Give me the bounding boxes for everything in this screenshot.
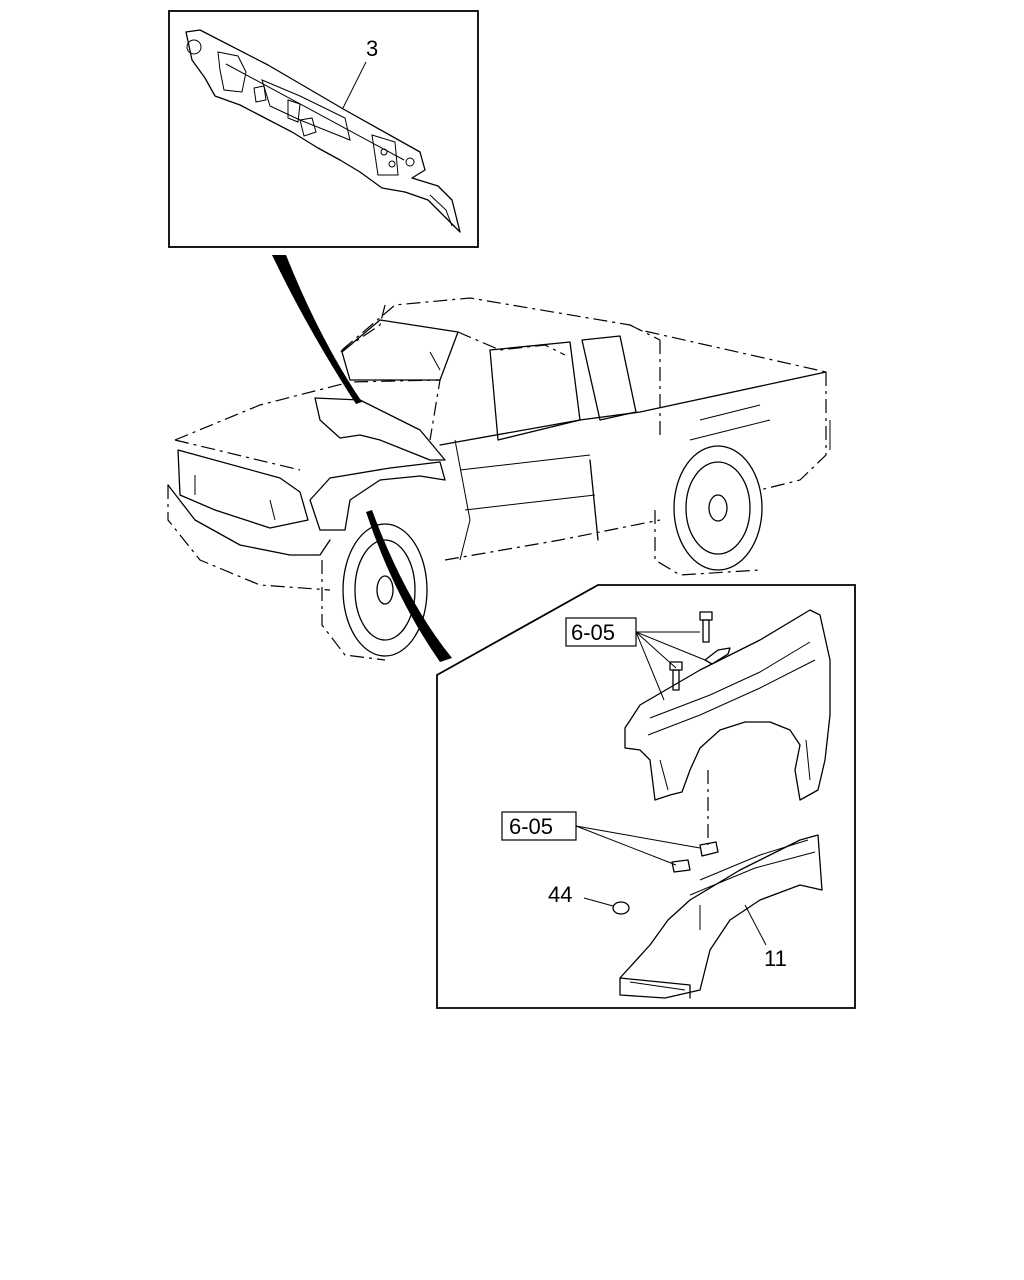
leader-3 <box>342 61 367 109</box>
bottom-inset: 6-05 6-05 44 11 <box>436 584 856 1009</box>
truck-illustration <box>167 297 831 661</box>
leader-ref-1c <box>635 631 677 669</box>
callout-3: 3 <box>366 36 378 61</box>
leader-ref-1b <box>635 631 706 661</box>
liner-clip-2 <box>671 859 691 873</box>
callout-11: 11 <box>764 946 787 971</box>
callout-44: 44 <box>548 882 572 907</box>
ref-box-liner-bolts <box>501 811 577 841</box>
bottom-inset-frame <box>436 584 856 1009</box>
leader-ref-2a <box>575 825 701 849</box>
fender-liner <box>619 834 823 999</box>
grommet-44 <box>612 901 630 915</box>
leader-44 <box>583 897 614 907</box>
dash-panel <box>185 29 461 233</box>
ref-label-fender-bolts: 6-05 <box>571 620 615 645</box>
top-inset-frame <box>168 10 479 248</box>
connector-top <box>272 255 362 404</box>
leader-ref-2b <box>575 825 677 866</box>
clip-bracket <box>704 647 731 665</box>
ref-box-fender-bolts <box>565 617 637 647</box>
bolt-1 <box>699 611 713 643</box>
front-fender <box>624 609 831 801</box>
leader-ref-1d <box>635 631 665 701</box>
leader-11 <box>744 904 767 946</box>
ref-label-liner-bolts: 6-05 <box>509 814 553 839</box>
connector-bottom <box>366 510 452 662</box>
liner-clip-1 <box>699 841 719 857</box>
bolt-2 <box>669 661 683 691</box>
top-inset: 3 <box>168 10 479 248</box>
